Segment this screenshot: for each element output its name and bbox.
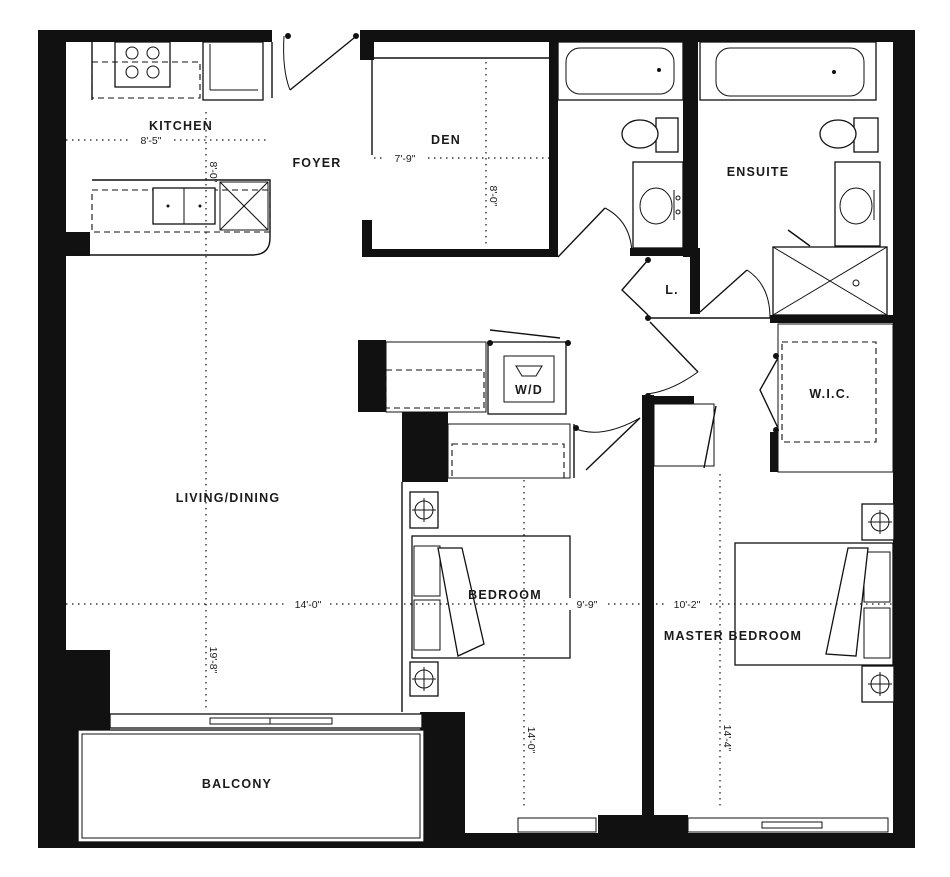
- bedroom-depth-label: 14'-0": [525, 727, 537, 754]
- bedroom-furniture: [401, 482, 571, 712]
- bedroom-label: BEDROOM: [468, 588, 542, 602]
- living-dining-label: LIVING/DINING: [176, 491, 281, 505]
- bathroom-fixtures: [557, 41, 684, 258]
- master-depth-label: 14'-4": [721, 725, 733, 752]
- den-depth-label: 8'-0": [487, 186, 499, 207]
- linen-closet: [621, 257, 770, 321]
- walk-in-closet: [653, 323, 894, 473]
- kitchen-label: KITCHEN: [149, 119, 213, 133]
- kitchen-fixtures: [66, 41, 271, 256]
- balcony: [77, 713, 889, 843]
- foyer-label: FOYER: [292, 156, 341, 170]
- master-width-label: 10'-2": [674, 599, 701, 611]
- dimension-labels: 8'-5" 8'-0" 7'-9" 8'-0" 14'-0" 19'-8" 9'…: [128, 134, 733, 754]
- ensuite-fixtures: [699, 41, 888, 319]
- kitchen-width-label: 8'-5": [141, 135, 162, 147]
- bedroom-closet: [447, 417, 641, 479]
- entry-door: [271, 33, 359, 98]
- balcony-label: BALCONY: [202, 777, 272, 791]
- hall-doors: [645, 321, 699, 399]
- den-width-label: 7'-9": [395, 153, 416, 165]
- den-label: DEN: [431, 133, 461, 147]
- laundry-label: W/D: [515, 383, 543, 397]
- laundry: [385, 329, 571, 415]
- living-width-label: 14'-0": [295, 599, 322, 611]
- bedroom-width-label: 9'-9": [577, 599, 598, 611]
- ensuite-label: ENSUITE: [727, 165, 790, 179]
- living-depth-label: 19'-8": [207, 647, 219, 674]
- den-outline: [371, 57, 556, 155]
- master-bedroom-label: MASTER BEDROOM: [664, 629, 802, 643]
- master-furniture: [734, 503, 895, 703]
- linen-label: L.: [665, 283, 679, 297]
- kitchen-depth-label: 8'-0": [207, 162, 219, 183]
- wic-label: W.I.C.: [809, 387, 850, 401]
- room-labels: KITCHEN DEN FOYER ENSUITE L. W/D W.I.C. …: [149, 119, 850, 791]
